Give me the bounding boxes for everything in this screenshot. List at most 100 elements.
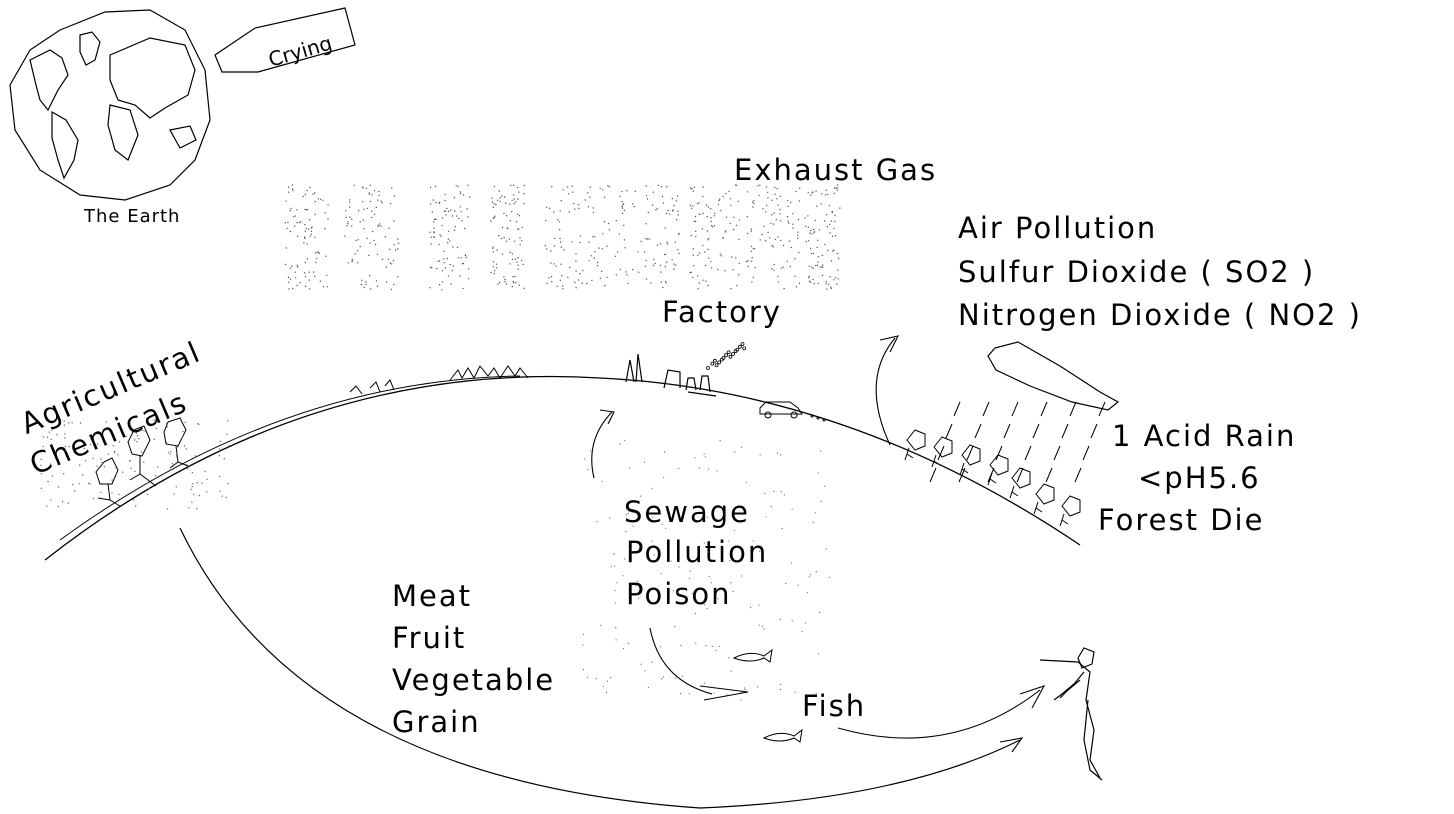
dot xyxy=(345,210,346,211)
dot xyxy=(386,267,387,268)
dot xyxy=(439,202,440,203)
dot xyxy=(583,669,584,670)
dot xyxy=(809,576,810,577)
dot xyxy=(452,270,453,271)
dot xyxy=(708,468,709,469)
dot xyxy=(691,208,692,209)
dot xyxy=(587,677,588,678)
water-flow-arrow xyxy=(650,628,712,694)
dot xyxy=(311,234,312,235)
dot xyxy=(118,494,119,495)
dot xyxy=(702,186,703,187)
dot xyxy=(500,197,501,198)
dot xyxy=(609,229,610,230)
dot xyxy=(94,432,95,433)
dot xyxy=(306,209,307,210)
dot xyxy=(680,693,681,694)
rain-drop xyxy=(930,468,936,482)
dot xyxy=(665,228,666,229)
dot xyxy=(806,241,807,242)
dot xyxy=(828,284,829,285)
dot xyxy=(388,228,389,229)
dot xyxy=(637,251,638,252)
dot xyxy=(176,455,177,456)
dot xyxy=(623,648,624,649)
dot xyxy=(369,192,370,193)
dot xyxy=(624,558,625,559)
tree-icon xyxy=(1034,484,1054,514)
rain-drop xyxy=(975,424,981,438)
dot xyxy=(677,249,678,250)
dot xyxy=(837,253,838,254)
dot xyxy=(371,211,372,212)
dot xyxy=(551,276,552,277)
dot xyxy=(469,196,470,197)
dot xyxy=(732,269,733,270)
acid-rain-label: 1 Acid Rain xyxy=(1112,419,1296,453)
dot xyxy=(691,235,692,236)
dot xyxy=(563,189,564,190)
dot xyxy=(147,494,148,495)
dot xyxy=(773,491,774,492)
dot xyxy=(625,531,626,532)
dot xyxy=(760,239,761,240)
dot xyxy=(810,230,811,231)
dot xyxy=(678,234,679,235)
dot xyxy=(97,443,98,444)
dot xyxy=(436,268,437,269)
dot xyxy=(377,286,378,287)
dot xyxy=(781,268,782,269)
dot xyxy=(708,238,709,239)
dot xyxy=(378,191,379,192)
dot xyxy=(621,206,622,207)
dot xyxy=(753,540,754,541)
dot xyxy=(810,248,811,249)
dot xyxy=(58,486,59,487)
dot xyxy=(616,582,617,583)
dot xyxy=(447,258,448,259)
dot xyxy=(747,233,748,234)
dot xyxy=(580,236,581,237)
dot xyxy=(584,458,585,459)
dot xyxy=(51,429,52,430)
pollution-label: Pollution xyxy=(626,535,768,569)
dot xyxy=(826,190,827,191)
dot xyxy=(657,244,658,245)
dot xyxy=(816,247,817,248)
dot xyxy=(311,231,312,232)
dot xyxy=(551,186,552,187)
meat-label: Meat xyxy=(392,579,472,613)
dot xyxy=(712,226,713,227)
dot xyxy=(371,217,372,218)
dot xyxy=(133,499,134,500)
dot xyxy=(69,446,70,447)
dot xyxy=(509,238,510,239)
dot xyxy=(349,206,350,207)
dot xyxy=(623,203,624,204)
dot xyxy=(702,245,703,246)
dot xyxy=(813,229,814,230)
dot xyxy=(444,262,445,263)
dot xyxy=(521,240,522,241)
dot xyxy=(63,473,64,474)
dot xyxy=(430,187,431,188)
dot xyxy=(709,576,710,577)
dot xyxy=(519,237,520,238)
dot xyxy=(523,264,524,265)
dot xyxy=(832,251,833,252)
dot xyxy=(494,273,495,274)
dot xyxy=(156,428,157,429)
dot xyxy=(665,528,666,529)
dot xyxy=(372,231,373,232)
dot xyxy=(454,210,455,211)
dot xyxy=(554,245,555,246)
dot xyxy=(644,462,645,463)
dot xyxy=(837,269,838,270)
dot xyxy=(374,214,375,215)
dot xyxy=(497,284,498,285)
dot xyxy=(587,469,588,470)
dot xyxy=(666,213,667,214)
dot xyxy=(111,479,112,480)
dot xyxy=(723,237,724,238)
dot xyxy=(771,200,772,201)
